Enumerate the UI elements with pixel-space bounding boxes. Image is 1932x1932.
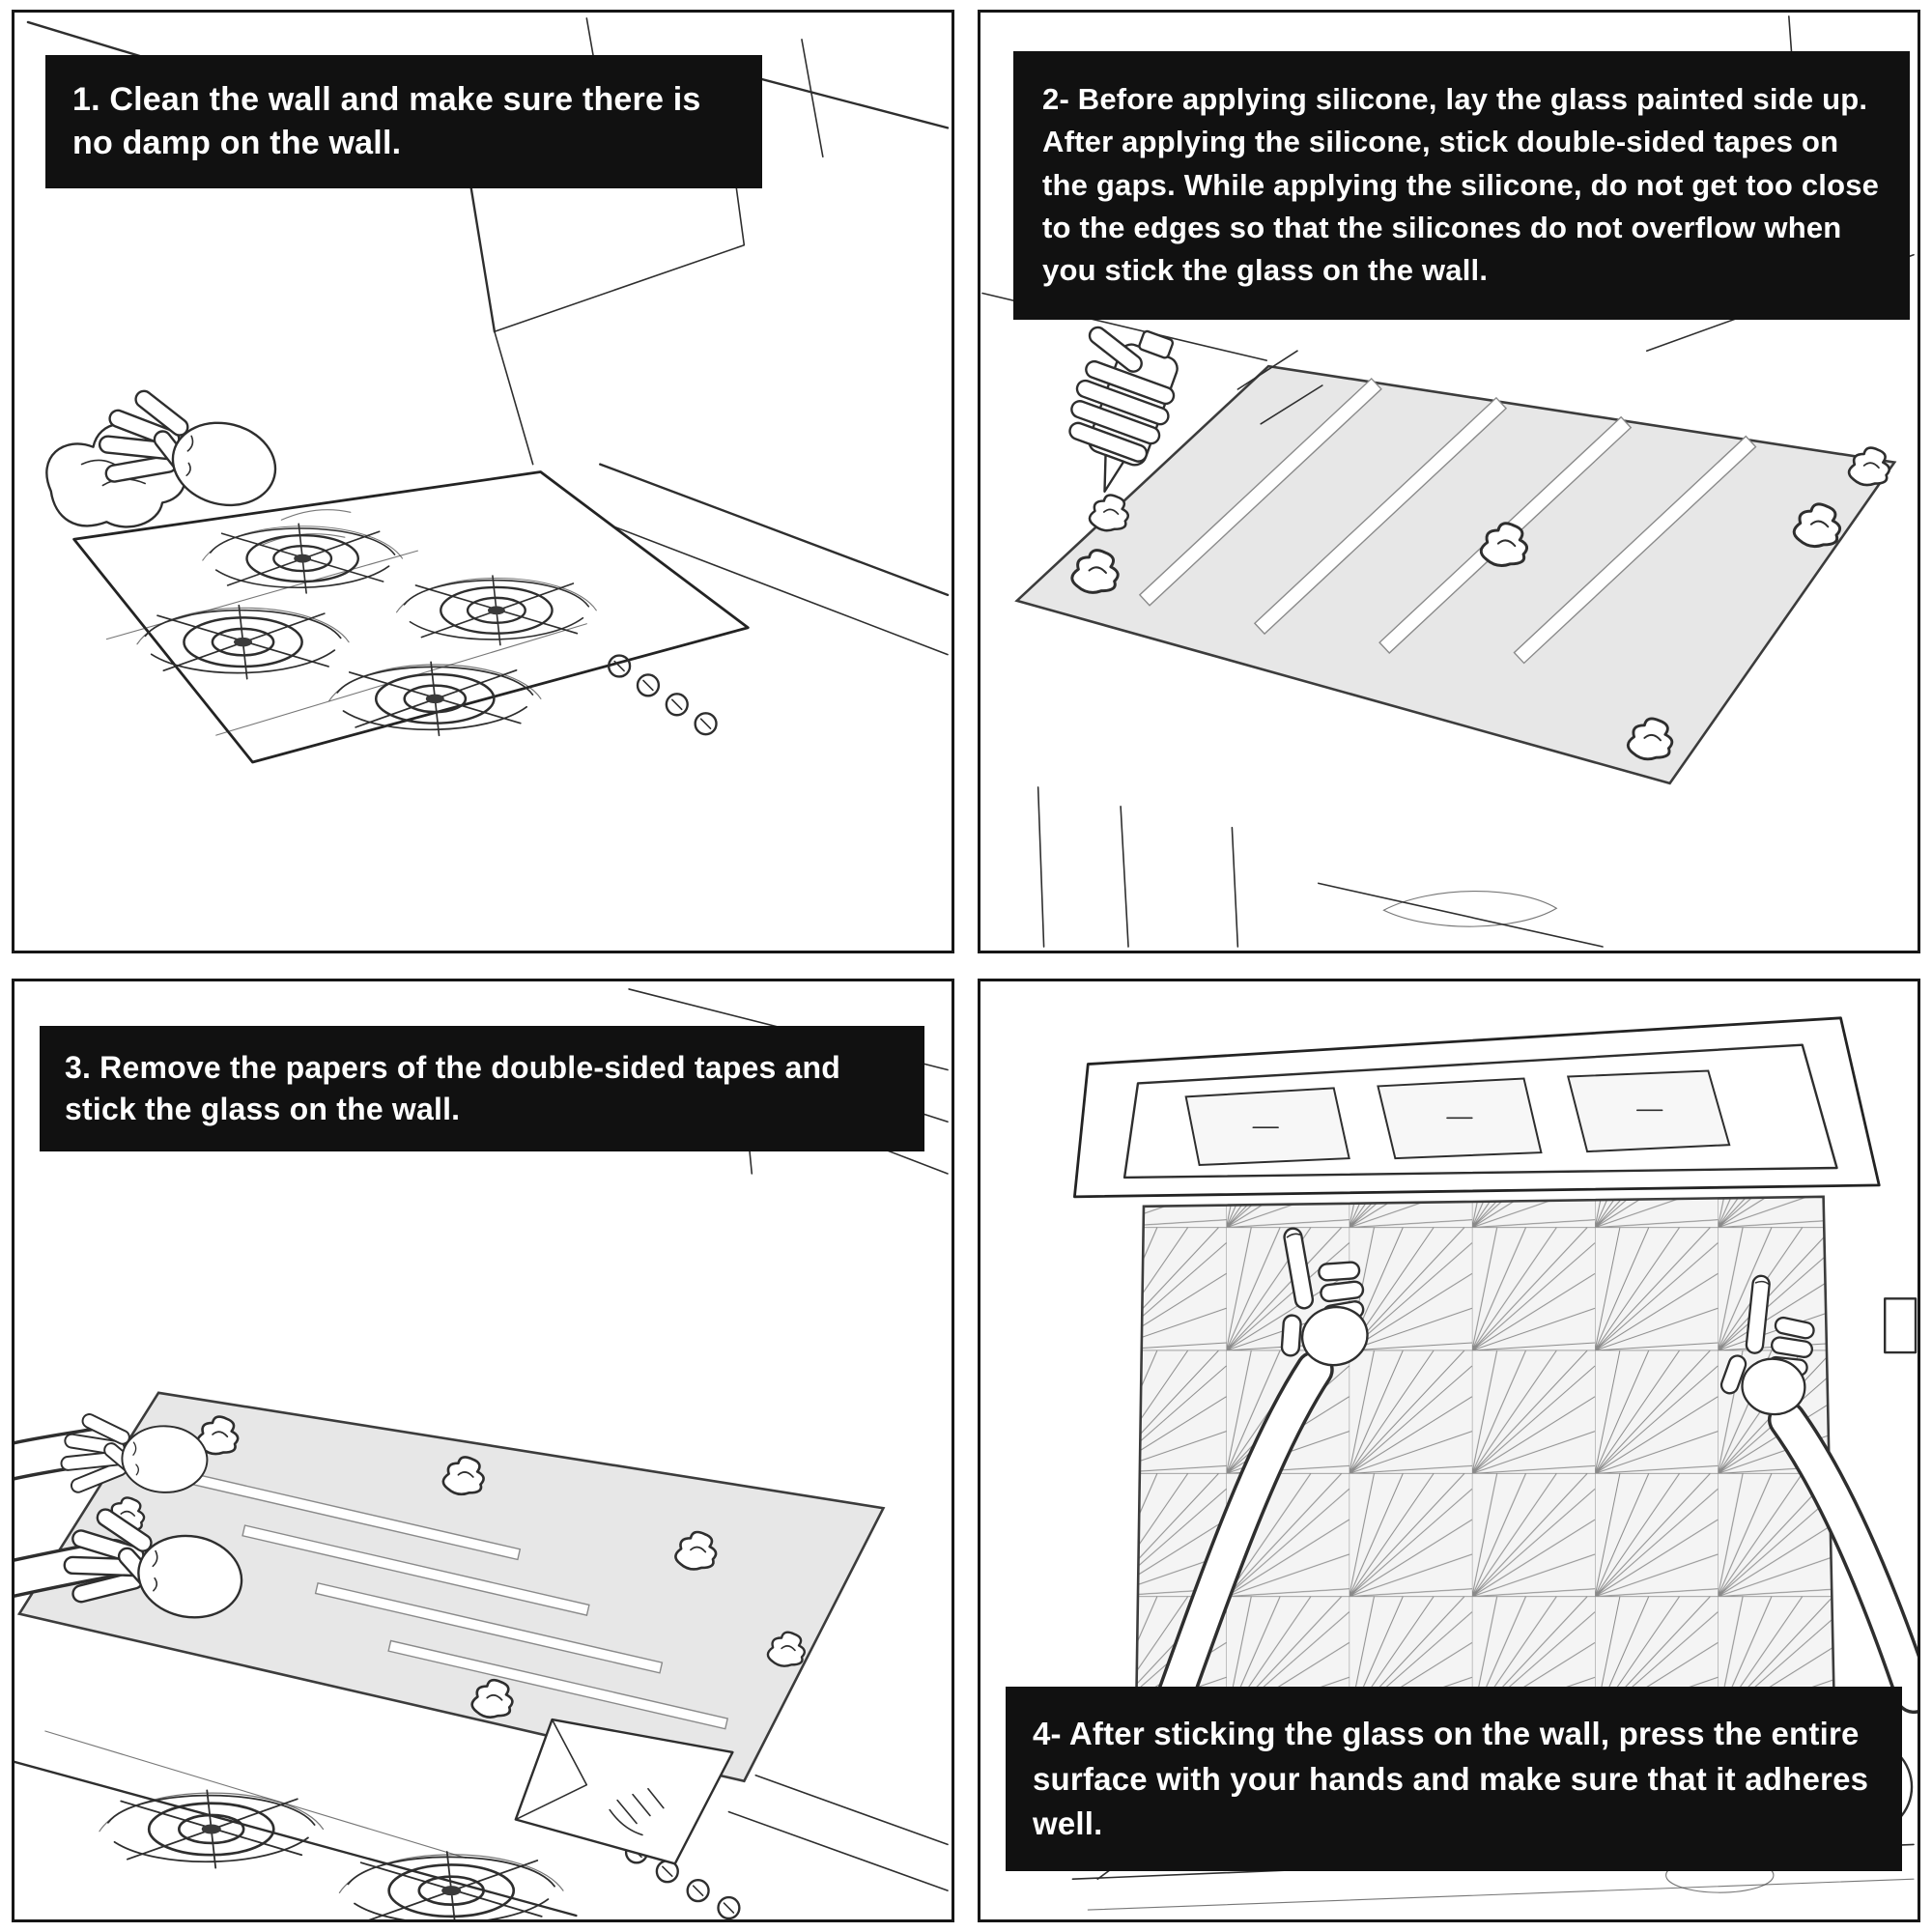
step-2-illustration (981, 15, 1915, 948)
range-hood-illustration (1073, 1016, 1881, 1199)
peeling-hand-sketch (609, 1787, 665, 1836)
panel-step-1: 1. Clean the wall and make sure there is… (12, 10, 954, 953)
hood-filter (1184, 1087, 1350, 1167)
glass-panel-with-tapes (16, 1391, 886, 1783)
tape-paper-peel (514, 1718, 734, 1865)
hand-with-silicone-bottle (1068, 326, 1179, 493)
step-3-illustration (14, 988, 949, 1919)
step-1-caption: 1. Clean the wall and make sure there is… (45, 55, 762, 188)
holding-hands (14, 1409, 252, 1634)
step-1-illustration (26, 17, 950, 764)
silicone-dollop (1088, 494, 1130, 532)
silicone-dollop (1847, 446, 1891, 487)
panel-step-3: 3. Remove the papers of the double-sided… (12, 979, 954, 1922)
silicone-nozzle (1103, 453, 1125, 493)
tape-strip (387, 1639, 729, 1730)
cooktop-illustration (72, 470, 750, 764)
step-3-caption: 3. Remove the papers of the double-sided… (40, 1026, 924, 1152)
step-2-caption: 2- Before applying silicone, lay the gla… (1013, 51, 1910, 320)
tape-strip (1253, 396, 1508, 636)
pressing-hands (1139, 1216, 1918, 1760)
panel-step-2: 2- Before applying silicone, lay the gla… (978, 10, 1920, 953)
cooktop-below (14, 1730, 949, 1919)
wall-socket-sketch (1884, 1297, 1918, 1354)
tape-backing-paper (514, 1718, 734, 1865)
tape-strip (1513, 435, 1757, 665)
hood-filter (1566, 1069, 1731, 1153)
panel-step-4: 4- After sticking the glass on the wall,… (978, 979, 1920, 1922)
tape-strip (314, 1581, 664, 1674)
glass-panel-with-tapes (1014, 364, 1897, 785)
step-4-caption: 4- After sticking the glass on the wall,… (1006, 1687, 1902, 1871)
tape-strip (242, 1524, 590, 1616)
hand-wiping-with-cloth (45, 379, 352, 546)
tape-strip (1138, 377, 1382, 607)
